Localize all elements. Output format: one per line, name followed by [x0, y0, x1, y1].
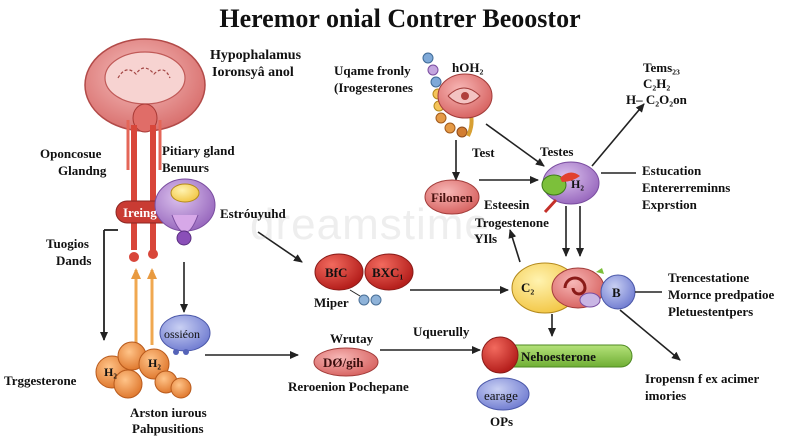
- label-ossieon: ossiéon: [164, 327, 200, 341]
- label-adrenal-h2-right: H₂: [148, 356, 161, 370]
- diagram-title: Heremor onial Contrer Beoostor: [219, 4, 581, 33]
- label-c2: C₂: [521, 280, 535, 295]
- adrenal-cluster: [95, 341, 192, 399]
- label-esteesin-1: Esteesin: [484, 197, 530, 212]
- label-reroenion: Reroenion Pochepane: [288, 379, 409, 394]
- label-tems-1: Tems₂₃: [643, 60, 680, 75]
- label-testes-h2: H₂: [571, 177, 584, 191]
- label-ops: OPs: [490, 414, 514, 429]
- label-esteesin-3: YIls: [474, 231, 498, 246]
- label-ireing: Ireing: [123, 205, 157, 220]
- label-uqame-2: (Irogesterones: [334, 80, 413, 95]
- label-filonen: Filonen: [431, 190, 473, 205]
- arrow-uqame-testes: [485, 123, 545, 167]
- label-opon-2: Glandng: [58, 163, 107, 178]
- label-adrenal-h2-left: H₂: [104, 365, 117, 379]
- orange-feedback-arrows: [131, 268, 157, 345]
- label-tems-3: H– C₂O₂on: [626, 92, 687, 107]
- label-bfc: BfC: [325, 265, 348, 280]
- label-adrenal-caption-2: Pahpusitions: [132, 421, 204, 436]
- c2-organ: [511, 262, 605, 314]
- label-adrenal-caption-1: Arston iurous: [130, 405, 207, 420]
- label-uqame-1: Uqame fronly: [334, 63, 411, 78]
- watermark: dreamstime: [250, 200, 490, 249]
- uqame-chain: [422, 52, 493, 138]
- label-trggesterone: Trggesterone: [4, 373, 77, 388]
- label-testes: Testes: [540, 144, 574, 159]
- label-trenc-1: Trencestatione: [668, 270, 750, 285]
- label-trenc-3: Pletuestentpers: [668, 304, 754, 319]
- label-miper: Miper: [314, 295, 349, 310]
- bfc-bxc-pair: [314, 253, 414, 306]
- label-iropensn-1: Iropensn f ex acimer: [645, 371, 760, 386]
- label-trenc-2: Mornce predpatioe: [668, 287, 775, 302]
- arrow-b-iropensn: [619, 309, 681, 361]
- label-estuc-3: Exprstion: [642, 197, 697, 212]
- nehoesterone-capsule: [481, 336, 633, 374]
- pituitary-stalk: [126, 120, 162, 262]
- label-bxc: BXC₁: [372, 265, 404, 280]
- label-opon-1: Oponcosue: [40, 146, 102, 161]
- filonen-blob: [424, 179, 480, 215]
- label-tuogios-2: Dands: [56, 253, 92, 268]
- label-uquerully: Uquerully: [413, 324, 470, 339]
- label-pituitary-2: Benuurs: [162, 160, 209, 175]
- label-tuogios-1: Tuogios: [46, 236, 89, 251]
- label-estuc-1: Estucation: [642, 163, 702, 178]
- arrow-estr-bfc: [257, 231, 303, 263]
- arrow-testes-tems: [591, 103, 645, 167]
- label-pituitary-1: Pitiary gland: [162, 143, 235, 158]
- label-hypothalamus-1: Hypophalamus: [210, 48, 302, 63]
- earage-blob: [476, 377, 530, 411]
- hypothalamus-brain: [84, 38, 206, 133]
- arrow-c2-esteesin: [508, 229, 521, 263]
- label-dogih: DØ/gih: [323, 355, 364, 370]
- label-estuc-2: Entererreminns: [642, 180, 731, 195]
- testes-organ: [541, 161, 600, 214]
- label-hoh: hOH₂: [452, 60, 484, 75]
- label-estr: Estróuyuhd: [220, 206, 286, 221]
- label-test: Test: [472, 145, 495, 160]
- label-hypothalamus-2: Ioronsyâ anol: [212, 65, 294, 80]
- label-tems-2: C₂H₂: [643, 76, 671, 91]
- dogih-blob: [313, 347, 379, 377]
- label-nehoesterone: Nehoesterone: [521, 349, 596, 364]
- label-esteesin-2: Trogestenone: [475, 215, 549, 230]
- label-wrutay: Wrutay: [330, 331, 374, 346]
- arrow-left-feedback: [100, 229, 118, 341]
- pituitary-gland: [154, 178, 216, 246]
- label-earage: earage: [484, 388, 518, 403]
- label-b: B: [612, 285, 621, 300]
- label-iropensn-2: imories: [645, 388, 687, 403]
